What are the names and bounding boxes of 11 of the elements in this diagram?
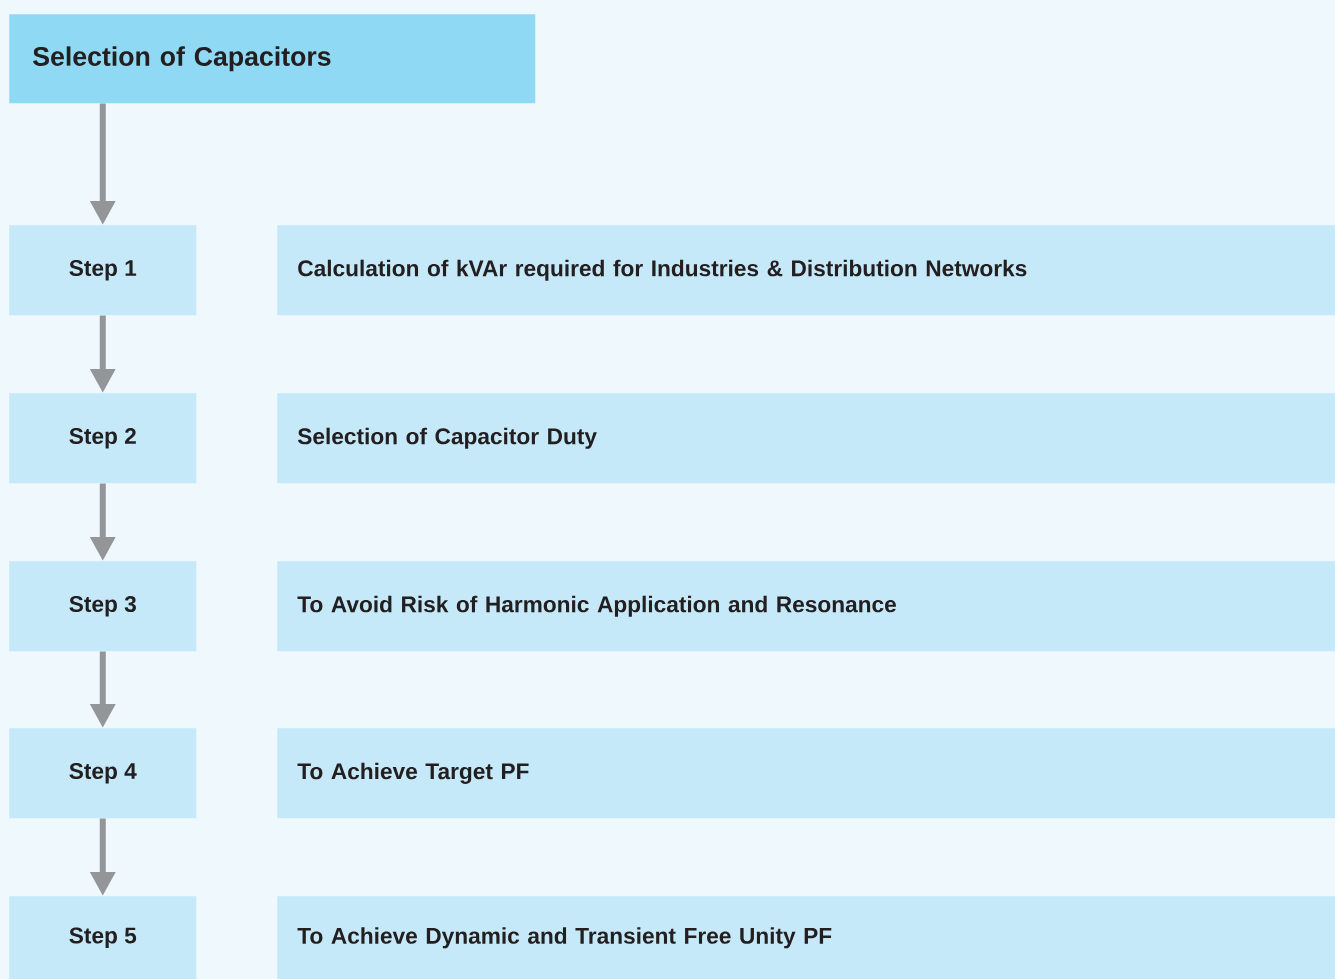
- step-box: Step 3: [9, 561, 197, 652]
- description-box: Selection of Capacitor Duty: [277, 393, 1335, 484]
- description-box: Calculation of kVAr required for Industries & Distribution Networks: [277, 225, 1335, 316]
- description-box: To Avoid Risk of Harmonic Application and Resonance: [277, 561, 1335, 652]
- title-box: Selection of Capacitors: [9, 14, 536, 104]
- description-box: To Achieve Dynamic and Transient Free Unity PF: [277, 896, 1335, 979]
- step-box: Step 2: [9, 393, 197, 484]
- step-box: Step 1: [9, 225, 197, 316]
- step-box: Step 5: [9, 896, 197, 979]
- description-box: To Achieve Target PF: [277, 728, 1335, 819]
- step-box: Step 4: [9, 728, 197, 819]
